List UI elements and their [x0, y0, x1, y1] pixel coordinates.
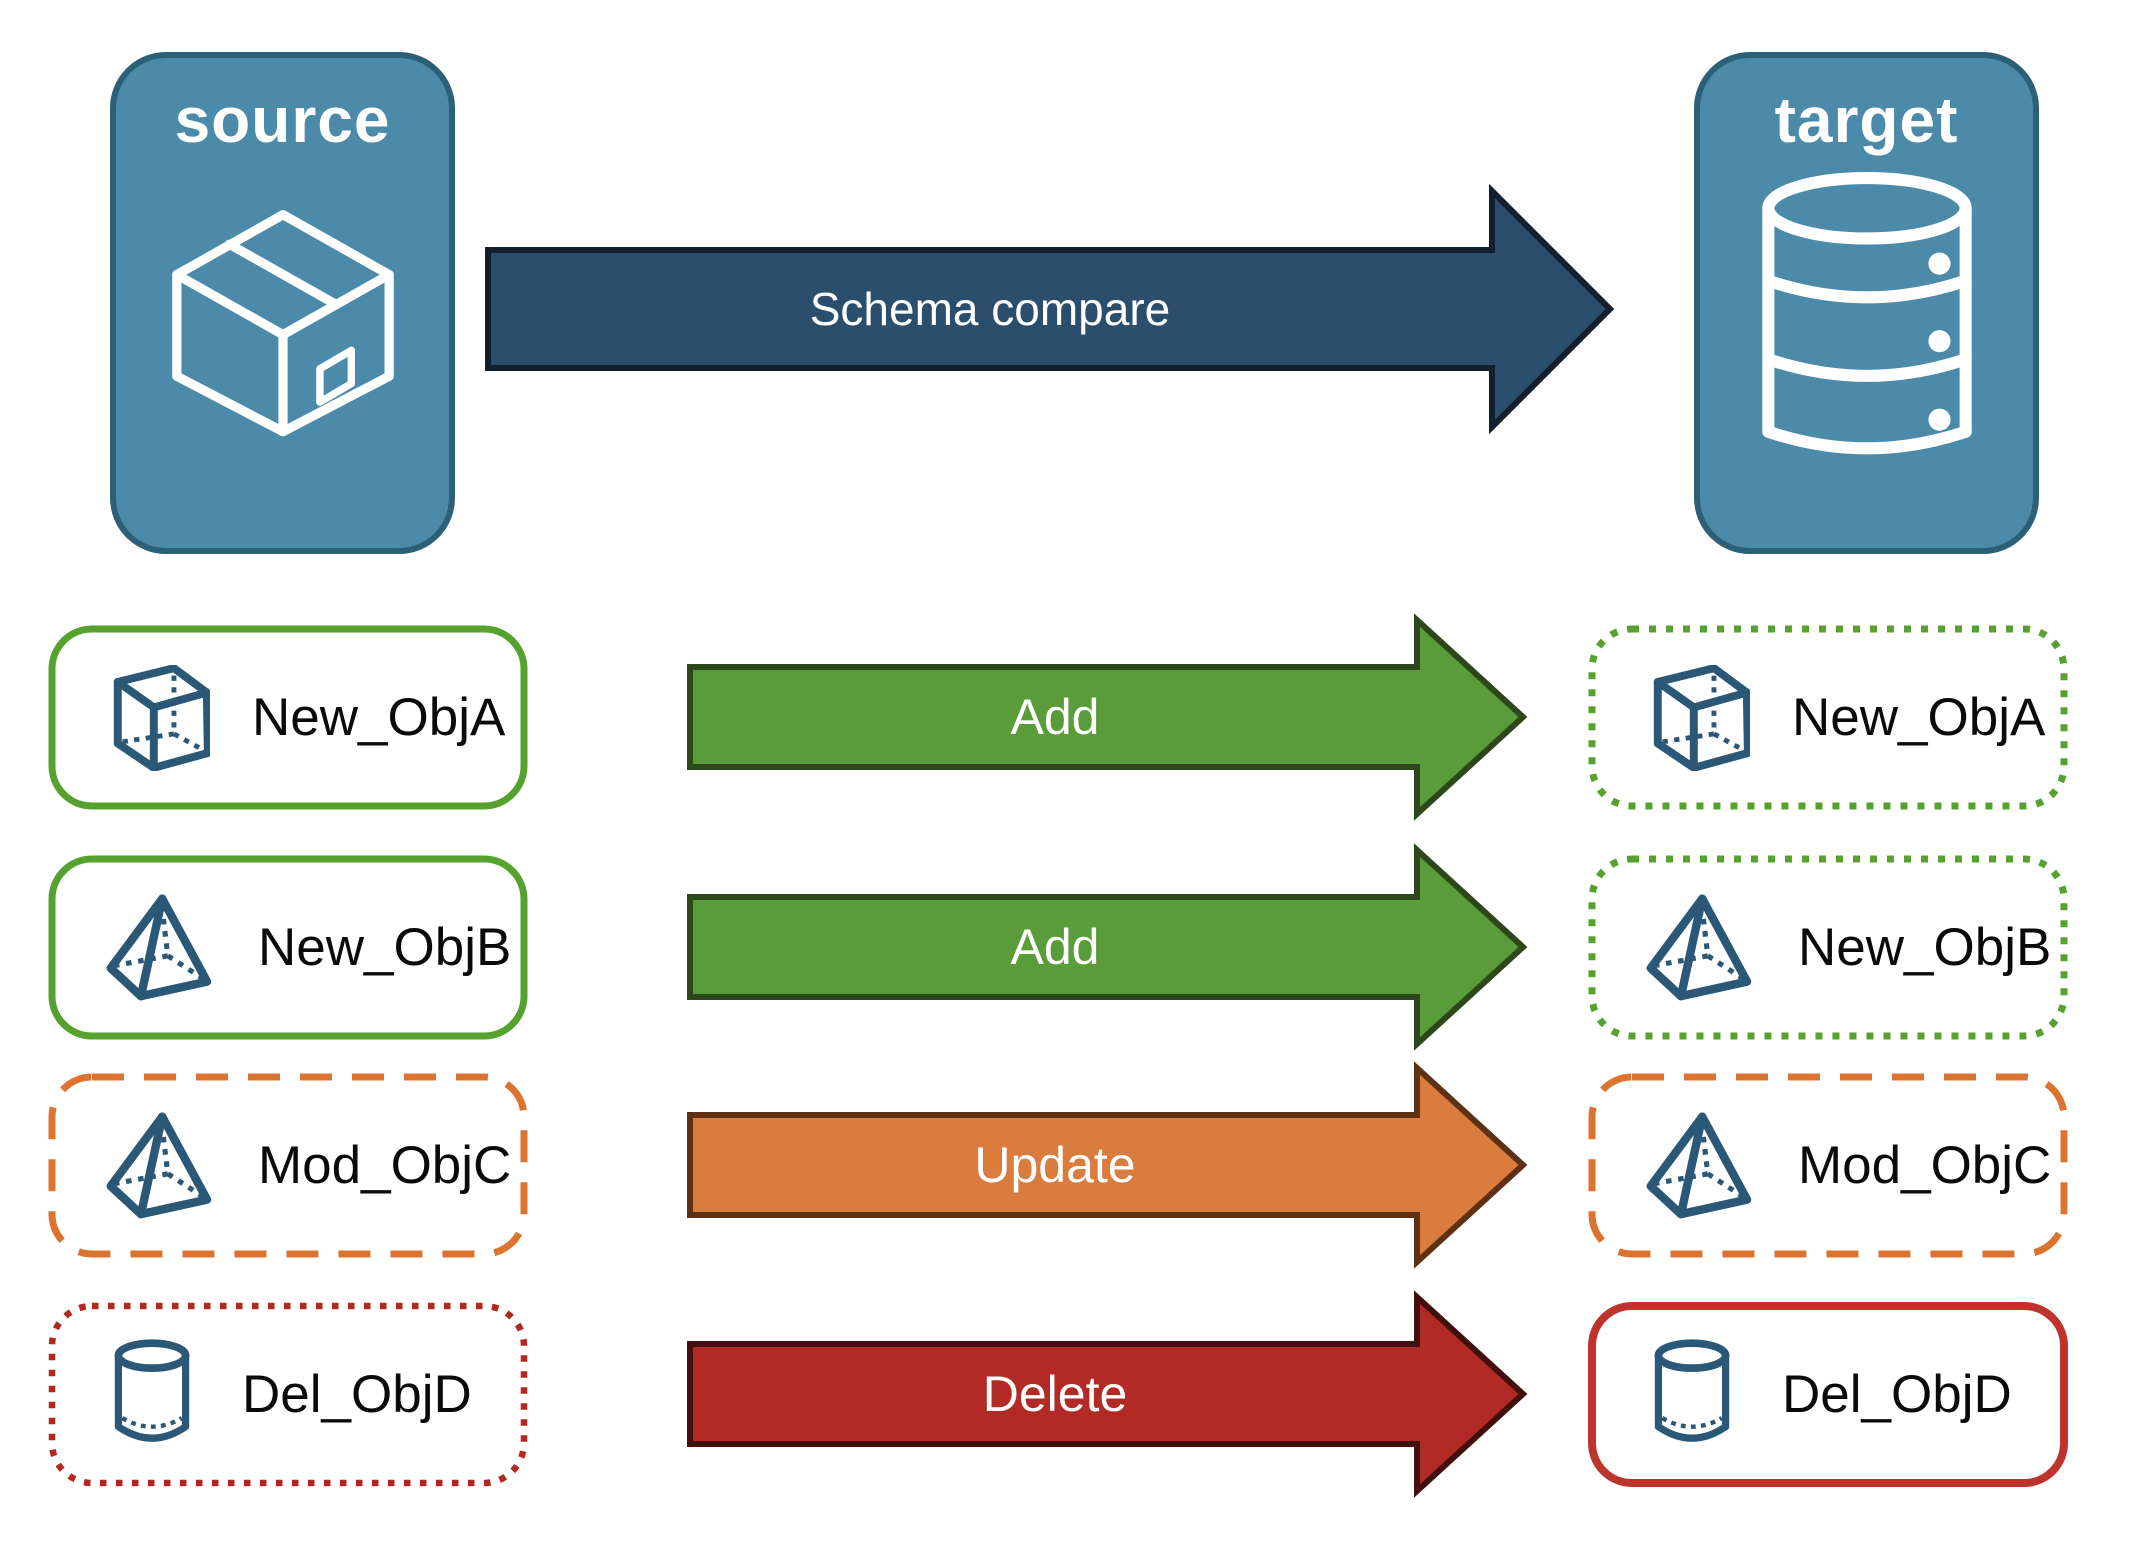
add-arrow-label-row-2: Add	[1010, 919, 1100, 975]
source-object-row-3: Mod_ObjC	[48, 1073, 528, 1258]
object-label: New_ObjB	[258, 918, 512, 977]
pyramid-icon	[104, 892, 216, 1004]
target-object-row-2: New_ObjB	[1588, 855, 2068, 1040]
source-object-row-4: Del_ObjD	[48, 1302, 528, 1487]
database-icon	[1761, 172, 1972, 455]
schema-compare-arrow-label: Schema compare	[809, 283, 1171, 335]
object-box-border	[48, 1302, 528, 1487]
object-label: New_ObjB	[1798, 918, 2052, 977]
source-object-row-1: New_ObjA	[48, 625, 528, 810]
source-box: source	[110, 52, 455, 554]
target-object-row-1: New_ObjA	[1588, 625, 2068, 810]
cylinder-icon	[1644, 1337, 1740, 1453]
object-label: New_ObjA	[252, 688, 506, 747]
pyramid-icon	[1644, 1110, 1756, 1222]
object-label: Del_ObjD	[242, 1365, 472, 1424]
update-arrow	[687, 1061, 1528, 1269]
schema-compare-arrow	[485, 183, 1615, 435]
source-title: source	[174, 84, 391, 156]
target-box: target	[1694, 52, 2039, 554]
object-label: Mod_ObjC	[1798, 1136, 2052, 1195]
target-title: target	[1774, 84, 1959, 156]
source-object-row-2: New_ObjB	[48, 855, 528, 1040]
cube-icon	[104, 665, 210, 771]
package-box-icon	[171, 210, 394, 437]
add-arrow-label-row-1: Add	[1010, 689, 1100, 745]
add-arrow-row-2	[687, 843, 1528, 1051]
pyramid-icon	[1644, 892, 1756, 1004]
object-box-border	[1588, 1302, 2068, 1487]
object-label: Del_ObjD	[1782, 1365, 2012, 1424]
add-arrow-row-1	[687, 613, 1528, 821]
cube-icon	[1644, 665, 1750, 771]
object-label: New_ObjA	[1792, 688, 2046, 747]
delete-arrow-label: Delete	[982, 1366, 1128, 1422]
target-object-row-4: Del_ObjD	[1588, 1302, 2068, 1487]
pyramid-icon	[104, 1110, 216, 1222]
cylinder-icon	[104, 1337, 200, 1453]
delete-arrow	[687, 1290, 1528, 1498]
object-label: Mod_ObjC	[258, 1136, 512, 1195]
update-arrow-label: Update	[974, 1137, 1136, 1193]
target-object-row-3: Mod_ObjC	[1588, 1073, 2068, 1258]
